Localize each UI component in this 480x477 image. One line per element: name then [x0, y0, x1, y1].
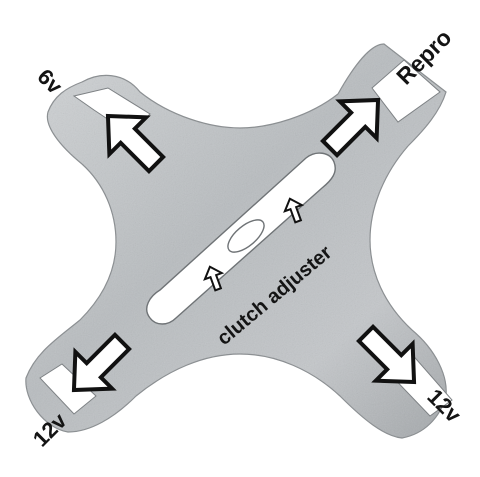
arrow-up-right-icon [320, 97, 381, 158]
notch-bottom-left [39, 363, 97, 415]
notch-top-right [371, 59, 441, 123]
arrow-up-left-icon [105, 113, 166, 174]
arrow-down-left-icon [71, 332, 132, 393]
small-arrow-up-icon [283, 197, 305, 224]
arrow-down-right-icon [356, 324, 417, 385]
adjuster-slot [146, 152, 336, 325]
small-arrow-up-icon [203, 265, 225, 292]
